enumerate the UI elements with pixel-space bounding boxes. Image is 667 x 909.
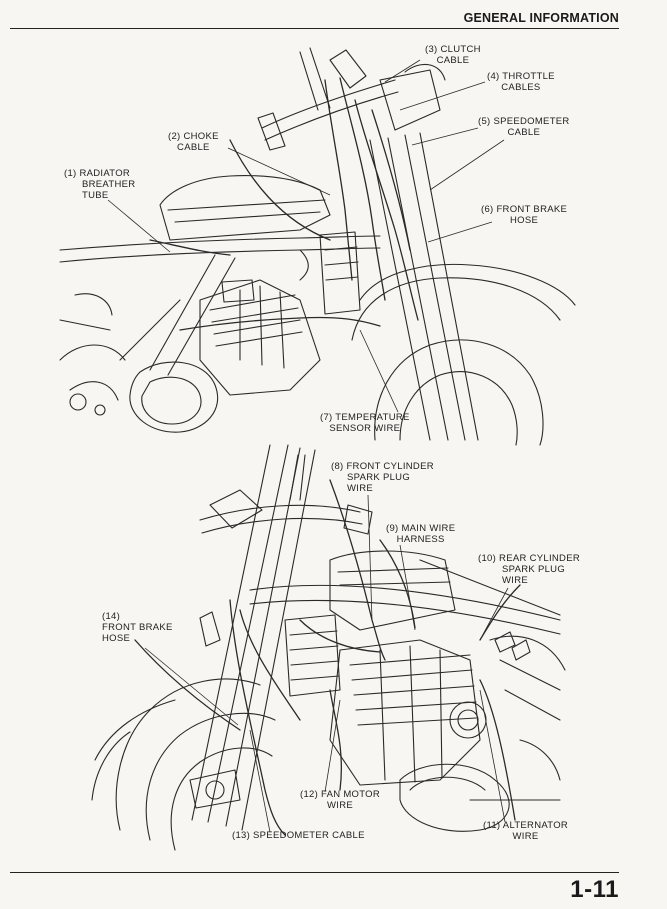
label-choke-cable: (2) CHOKE CABLE [168, 131, 219, 153]
label-clutch-cable: (3) CLUTCH CABLE [425, 44, 481, 66]
label-radiator-breather-tube: (1) RADIATOR BREATHER TUBE [64, 168, 136, 201]
label-front-brake-hose-top: (6) FRONT BRAKE HOSE [481, 204, 568, 226]
bottom-motorcycle-drawing [91, 444, 566, 851]
section-header: GENERAL INFORMATION [463, 11, 619, 25]
page-number: 1-11 [570, 876, 619, 903]
bottom-cable-routing [134, 479, 521, 836]
label-front-cylinder-spark-plug-wire: (8) FRONT CYLINDER SPARK PLUG WIRE [331, 461, 434, 494]
label-speedometer-cable-top: (5) SPEEDOMETER CABLE [478, 116, 570, 138]
label-throttle-cables: (4) THROTTLE CABLES [487, 71, 555, 93]
label-speedometer-cable-bottom: (13) SPEEDOMETER CABLE [232, 830, 365, 841]
label-rear-cylinder-spark-plug-wire: (10) REAR CYLINDER SPARK PLUG WIRE [478, 553, 581, 586]
label-front-brake-hose-bottom: (14) FRONT BRAKE HOSE [102, 611, 173, 644]
leader-lines [107, 59, 509, 833]
label-temperature-sensor-wire: (7) TEMPERATURE SENSOR WIRE [320, 412, 410, 434]
label-alternator-wire: (11) ALTERNATOR WIRE [483, 820, 569, 842]
label-main-wire-harness: (9) MAIN WIRE HARNESS [386, 523, 456, 545]
top-motorcycle-drawing [59, 47, 576, 446]
label-fan-motor-wire: (12) FAN MOTOR WIRE [300, 789, 381, 811]
footer-rule [10, 872, 619, 873]
header-rule [10, 28, 619, 29]
